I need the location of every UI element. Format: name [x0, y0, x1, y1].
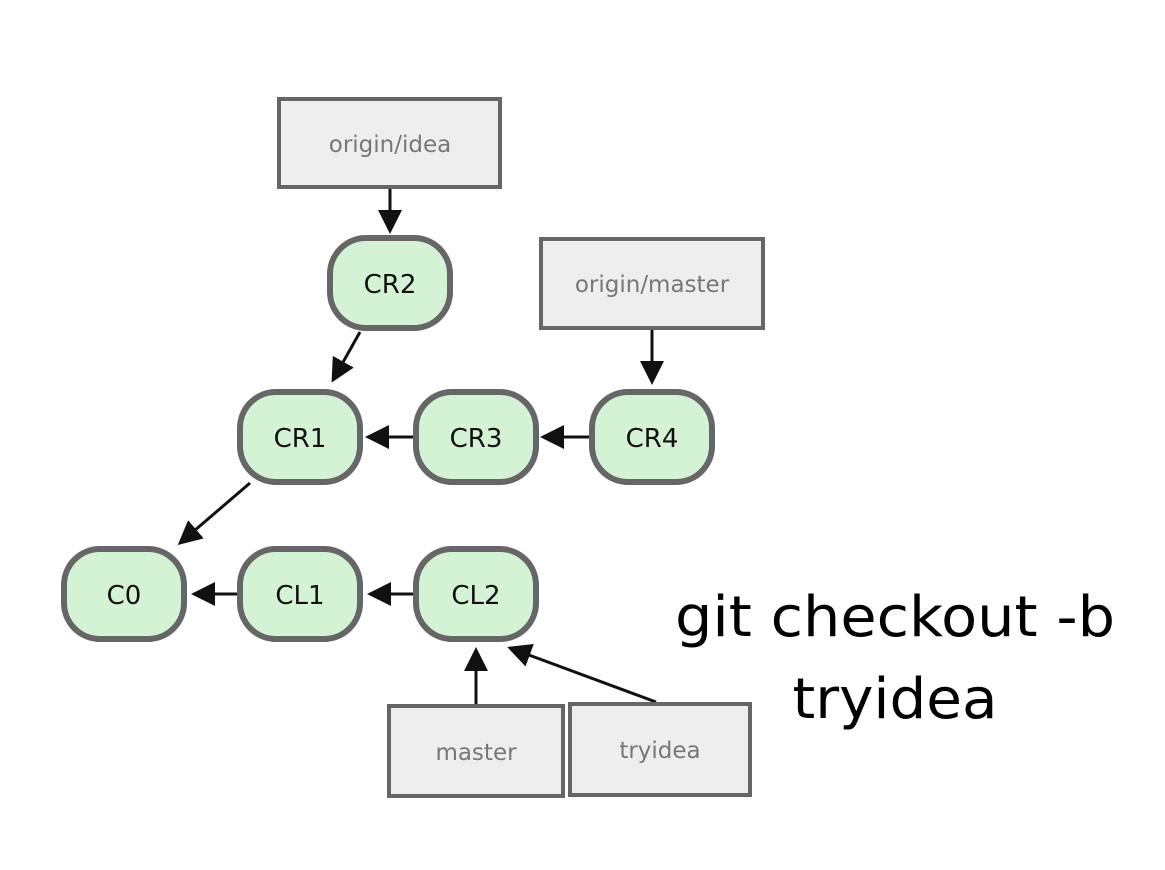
commit-cr1: CR1 — [237, 389, 363, 485]
commit-cr3: CR3 — [413, 389, 539, 485]
ref-origin-idea: origin/idea — [277, 97, 502, 189]
command-caption: git checkout -b tryidea — [675, 585, 1115, 732]
ref-master-label: master — [435, 740, 517, 766]
commit-cr1-label: CR1 — [274, 424, 327, 454]
commit-cl1: CL1 — [237, 546, 363, 642]
edge-cr2-to-cr1 — [331, 331, 362, 383]
commit-c0: C0 — [61, 546, 187, 642]
commit-c0-label: C0 — [107, 581, 142, 611]
commit-cr4: CR4 — [589, 389, 715, 485]
ref-tryidea-label: tryidea — [619, 738, 700, 764]
edge-tryidea-to-cl2 — [507, 644, 657, 704]
caption-line-2: tryidea — [793, 667, 998, 732]
commit-cr2: CR2 — [327, 235, 453, 331]
commit-cr4-label: CR4 — [626, 424, 679, 454]
ref-master: master — [387, 704, 565, 798]
ref-origin-idea-label: origin/idea — [329, 132, 451, 158]
commit-cr2-label: CR2 — [364, 270, 417, 300]
caption-line-1: git checkout -b — [675, 585, 1115, 650]
commit-cl2: CL2 — [413, 546, 539, 642]
ref-origin-master: origin/master — [539, 237, 765, 330]
commit-cl2-label: CL2 — [451, 581, 500, 611]
ref-origin-master-label: origin/master — [575, 272, 730, 298]
commit-cr3-label: CR3 — [450, 424, 503, 454]
edges — [177, 187, 664, 706]
edge-cr1-to-c0 — [177, 481, 251, 545]
commit-cl1-label: CL1 — [275, 581, 324, 611]
ref-tryidea: tryidea — [568, 702, 752, 797]
